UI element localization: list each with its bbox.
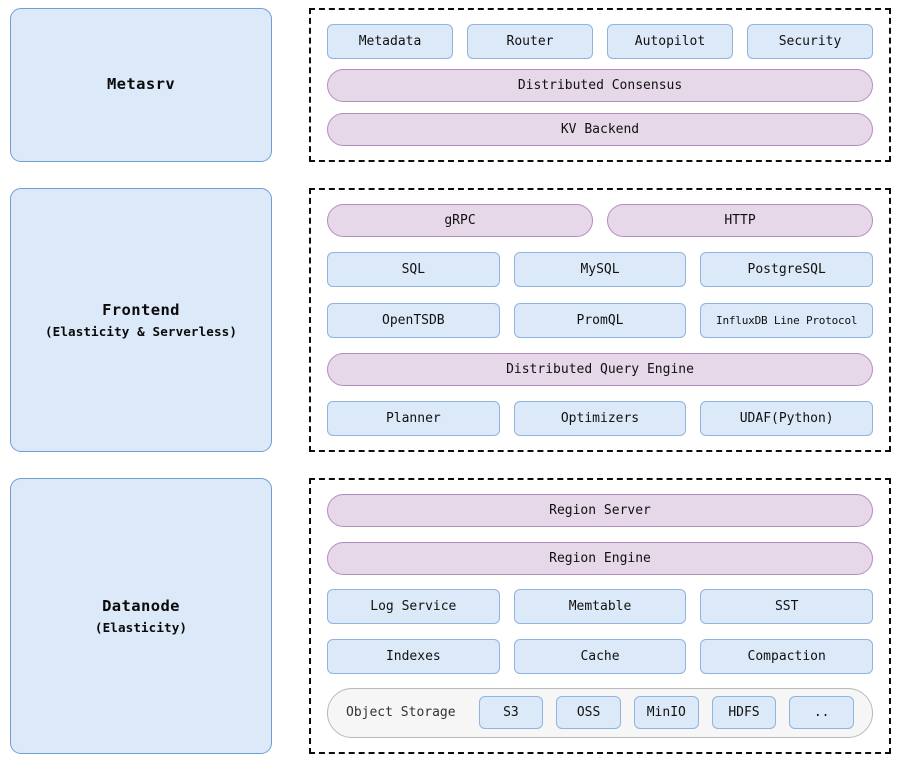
component-box[interactable]: PostgreSQL (700, 252, 874, 288)
role-subtitle: (Elasticity & Serverless) (44, 324, 238, 340)
component-row: Planner Optimizers UDAF(Python) (327, 401, 874, 437)
component-box[interactable]: SST (700, 589, 874, 625)
component-row: OpenTSDB PromQL InfluxDB Line Protocol (327, 302, 874, 338)
component-box[interactable]: UDAF(Python) (700, 401, 874, 437)
storage-backend-chip[interactable]: OSS (556, 696, 621, 730)
role-title: Datanode (102, 597, 180, 616)
storage-backend-chip[interactable]: .. (789, 696, 855, 730)
component-row: Region Server (327, 494, 873, 528)
component-row: SQL MySQL PostgreSQL (327, 252, 874, 288)
storage-backend-chip[interactable]: HDFS (711, 696, 777, 730)
component-pill[interactable]: gRPC (327, 203, 593, 237)
object-storage-group: Object Storage S3 OSS MinIO HDFS.. (327, 687, 873, 738)
role-subtitle: (Elasticity) (94, 620, 188, 636)
component-box[interactable]: Compaction (700, 638, 874, 674)
component-pill[interactable]: Region Engine (327, 541, 873, 575)
component-box[interactable]: Router (467, 24, 593, 59)
component-group-frontend: gRPC HTTP SQL MySQL PostgreSQL OpenTSDB PromQL… (309, 187, 891, 453)
component-box[interactable]: OpenTSDB (327, 302, 500, 338)
component-row: Distributed Query Engine (327, 353, 873, 386)
component-row: gRPC HTTP (327, 203, 873, 237)
component-box[interactable]: Optimizers (513, 401, 687, 437)
component-box[interactable]: Security (747, 24, 873, 59)
role-title: Frontend (102, 301, 180, 320)
storage-backend-chip[interactable]: MinIO (633, 696, 699, 730)
component-row: Distributed Consensus (327, 69, 873, 103)
component-box[interactable]: Indexes (327, 638, 500, 674)
band-frontend: Frontend (Elasticity & Serverless) gRPC HTT… (10, 187, 891, 453)
component-pill[interactable]: Distributed Query Engine (327, 353, 873, 386)
component-box[interactable]: SQL (327, 252, 500, 288)
component-row: Metadata Router Autopilot Security (327, 24, 873, 59)
component-box[interactable]: Memtable (513, 589, 687, 625)
component-pill[interactable]: Distributed Consensus (327, 69, 873, 103)
component-box[interactable]: Log Service (327, 589, 500, 625)
component-box[interactable]: MySQL (513, 252, 687, 288)
role-card-frontend[interactable]: Frontend (Elasticity & Serverless) (10, 187, 272, 453)
component-row: Log Service Memtable SST (327, 589, 874, 625)
storage-backend-chip[interactable]: S3 (478, 696, 544, 730)
component-box[interactable]: Autopilot (607, 24, 733, 59)
component-box[interactable]: Cache (513, 638, 687, 674)
component-pill[interactable]: HTTP (607, 203, 873, 237)
component-box[interactable]: Metadata (327, 24, 453, 59)
component-box[interactable]: Planner (327, 401, 500, 437)
component-pill[interactable]: KV Backend (327, 112, 873, 146)
component-row: Indexes Cache Compaction (327, 638, 874, 674)
component-row: KV Backend (327, 112, 873, 146)
component-box[interactable]: PromQL (513, 302, 687, 338)
component-pill[interactable]: Region Server (327, 494, 873, 528)
object-storage-label: Object Storage (346, 705, 456, 721)
role-title: Metasrv (106, 75, 176, 94)
component-row: Region Engine (327, 541, 873, 575)
role-card-datanode[interactable]: Datanode (Elasticity) (10, 478, 272, 755)
component-box[interactable]: InfluxDB Line Protocol (700, 302, 874, 338)
role-card-metasrv[interactable]: Metasrv (10, 8, 272, 162)
